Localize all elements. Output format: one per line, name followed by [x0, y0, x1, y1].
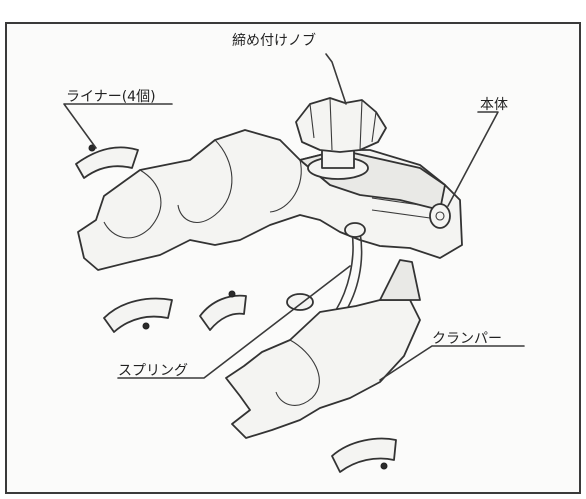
liner-pin: [228, 290, 236, 298]
label-body: 本体: [480, 97, 508, 113]
body-pin-hole: [435, 211, 445, 221]
lower-clamper-scallop: [275, 339, 320, 406]
leader-body: [447, 111, 499, 207]
liner-pin: [88, 144, 96, 152]
lower-clamper-arm: [379, 259, 421, 301]
liner-pin: [142, 322, 150, 330]
spring-cap: [344, 222, 366, 238]
body-pin: [429, 203, 451, 229]
leader-knob: [325, 53, 347, 105]
liner-mid-center: [199, 294, 247, 331]
label-spring: スプリング: [118, 363, 188, 379]
upper-clamp-scallop-1: [103, 169, 162, 239]
liner-pin: [380, 462, 388, 470]
upper-clamp-scallop-2: [177, 139, 233, 223]
leader-clamper: [379, 345, 525, 381]
lower-clamper: [225, 299, 421, 439]
label-liner: ライナー(4個): [66, 89, 156, 105]
liner-bottom: [331, 437, 397, 473]
label-clamper: クランパー: [432, 331, 502, 347]
knob-ridges: [309, 97, 377, 151]
leader-liner: [63, 103, 173, 149]
liner-top-left: [75, 146, 139, 179]
knob-grip: [295, 97, 387, 153]
liner-mid-left: [103, 297, 173, 333]
label-knob: 締め付けノブ: [232, 33, 316, 49]
body-side-slot: [371, 197, 431, 219]
leader-spring: [117, 265, 351, 379]
lower-clamper-boss: [286, 293, 314, 311]
upper-clamp-scallop-3: [269, 159, 302, 213]
